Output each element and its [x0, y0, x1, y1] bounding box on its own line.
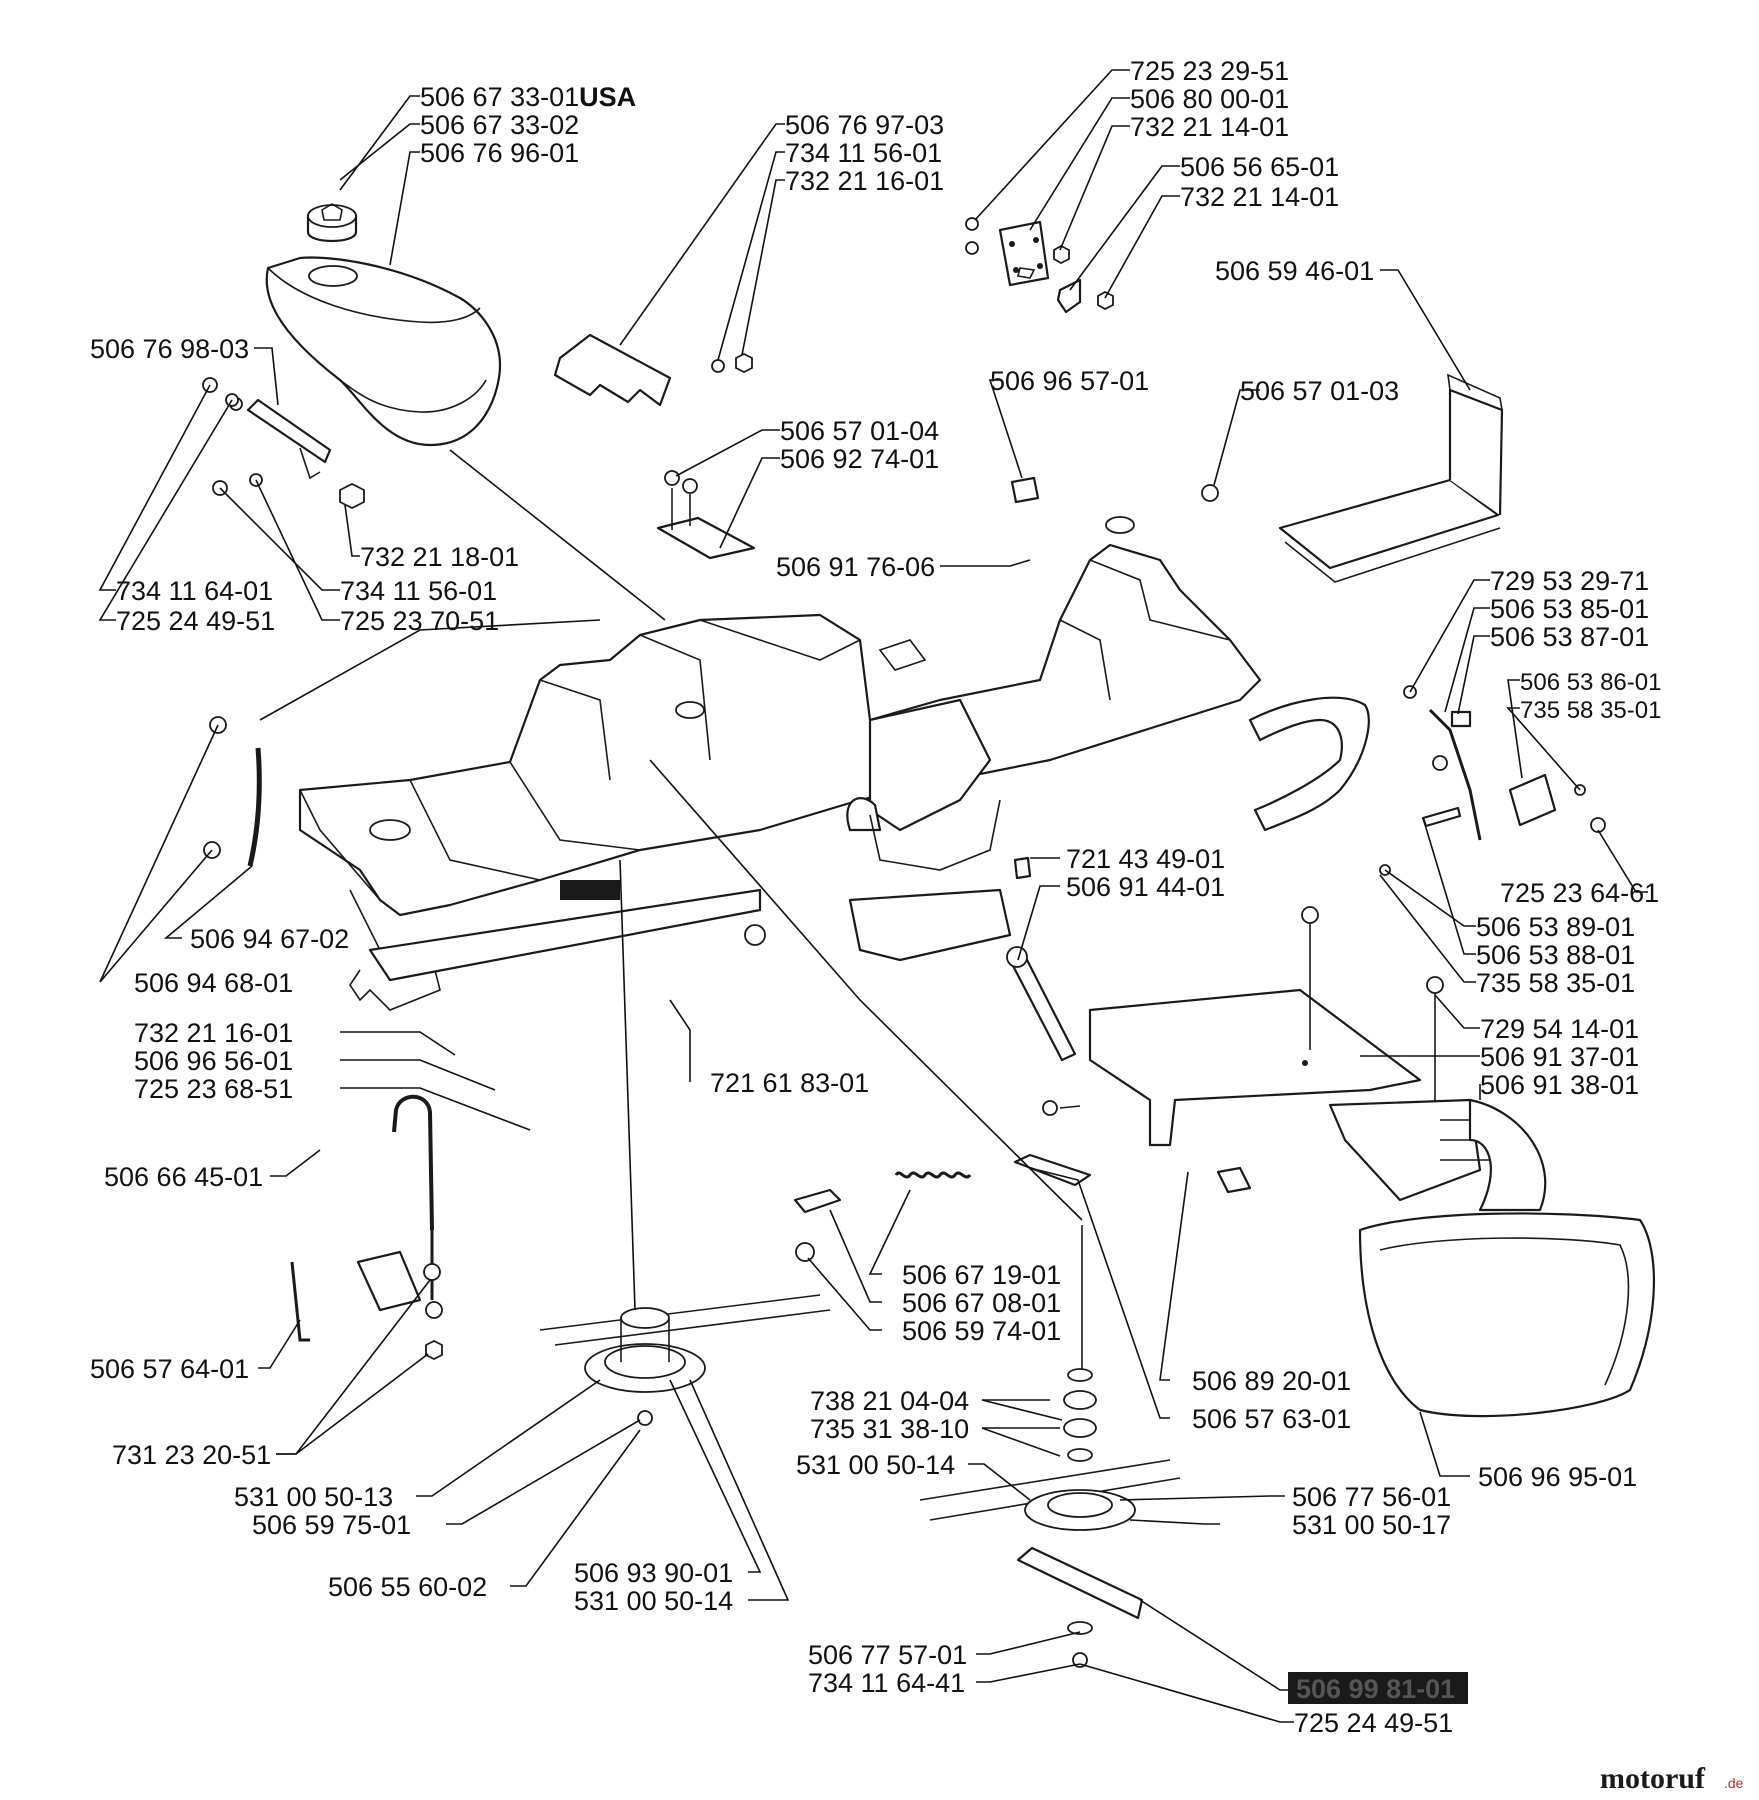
label-506-53-85-01: 506 53 85-01 — [1490, 594, 1649, 624]
spring-link — [793, 1171, 972, 1262]
label-506-67-19-01: 506 67 19-01 — [902, 1260, 1061, 1290]
label-506-76-96-01: 506 76 96-01 — [420, 138, 579, 168]
label-506-94-67-02: 506 94 67-02 — [190, 924, 349, 954]
label-506-53-87-01: 506 53 87-01 — [1490, 622, 1649, 652]
label-531-00-50-14-b: 531 00 50-14 — [574, 1586, 733, 1616]
pulley-right — [919, 1225, 1181, 1668]
label-506-59-75-01: 506 59 75-01 — [252, 1510, 411, 1540]
watermark-logo: motoruf .de — [1600, 1762, 1744, 1795]
label-734-11-64-41: 734 11 64-41 — [808, 1668, 965, 1698]
label-506-96-95-01: 506 96 95-01 — [1478, 1462, 1637, 1492]
l-bracket — [656, 470, 756, 560]
label-732-21-16-01: 732 21 16-01 — [785, 166, 944, 196]
watermark-name: motoruf — [1600, 1762, 1706, 1795]
label-506-56-65-01: 506 56 65-01 — [1180, 152, 1339, 182]
leader-lines — [98, 69, 1648, 1723]
label-506-91-44-01: 506 91 44-01 — [1066, 872, 1225, 902]
label-506-96-56-01: 506 96 56-01 — [134, 1046, 293, 1076]
label-506-76-98-03: 506 76 98-03 — [90, 334, 249, 364]
label-732-21-16-01-b: 732 21 16-01 — [134, 1018, 293, 1048]
label-531-00-50-17: 531 00 50-17 — [1292, 1510, 1451, 1540]
part-labels: 506 67 33-01USA 506 67 33-02 506 76 96-0… — [90, 56, 1661, 1738]
label-506-77-57-01: 506 77 57-01 — [808, 1640, 967, 1670]
label-725-24-49-51-b: 725 24 49-51 — [1294, 1708, 1453, 1738]
label-738-21-04-04: 738 21 04-04 — [810, 1386, 969, 1416]
label-506-77-56-01: 506 77 56-01 — [1292, 1482, 1451, 1512]
label-725-23-64-61: 725 23 64-61 — [1500, 878, 1659, 908]
label-506-59-74-01: 506 59 74-01 — [902, 1316, 1061, 1346]
label-725-23-70-51: 725 23 70-51 — [340, 606, 499, 636]
label-506-55-60-02: 506 55 60-02 — [328, 1572, 487, 1602]
label-734-11-64-01: 734 11 64-01 — [116, 576, 273, 606]
label-506-91-76-06: 506 91 76-06 — [776, 552, 935, 582]
label-531-00-50-14: 531 00 50-14 — [796, 1450, 955, 1480]
label-735-58-35-01: 735 58 35-01 — [1520, 697, 1661, 724]
label-506-57-01-03: 506 57 01-03 — [1240, 376, 1399, 406]
label-735-58-35-01-b: 735 58 35-01 — [1476, 968, 1635, 998]
label-731-23-20-51: 731 23 20-51 — [112, 1440, 271, 1470]
watermark-tld: .de — [1724, 1775, 1744, 1791]
label-506-53-86-01: 506 53 86-01 — [1520, 669, 1661, 696]
switch — [1216, 1166, 1252, 1194]
main-frame — [298, 516, 1370, 1011]
pulley-left — [539, 1294, 831, 1426]
assembly-number-badge: 506 99 81-01 — [1288, 1672, 1468, 1704]
label-506-89-20-01: 506 89 20-01 — [1192, 1366, 1351, 1396]
label-506-67-33-02: 506 67 33-02 — [420, 110, 579, 140]
side-shield — [1358, 1212, 1656, 1418]
label-506-80-00-01: 506 80 00-01 — [1130, 84, 1289, 114]
label-506-57-63-01: 506 57 63-01 — [1192, 1404, 1351, 1434]
seat-pan — [1201, 373, 1504, 583]
label-732-21-14-01-b: 732 21 14-01 — [1180, 182, 1339, 212]
svg-text:506 67 33-01USA: 506 67 33-01USA — [420, 82, 636, 112]
label-725-23-29-51: 725 23 29-51 — [1130, 56, 1289, 86]
tank-mount-bracket — [553, 333, 753, 407]
clip — [1010, 476, 1040, 504]
pivot-pin — [1006, 856, 1077, 1062]
label-506-93-90-01: 506 93 90-01 — [574, 1558, 733, 1588]
label-734-11-56-01-b: 734 11 56-01 — [340, 576, 497, 606]
label-725-24-49-51: 725 24 49-51 — [116, 606, 275, 636]
label-506-67-33-01: 506 67 33-01 — [420, 82, 579, 112]
cable — [203, 716, 262, 867]
label-721-43-49-01: 721 43 49-01 — [1066, 844, 1225, 874]
label-506-96-57-01: 506 96 57-01 — [990, 366, 1149, 396]
label-735-31-38-10: 735 31 38-10 — [810, 1414, 969, 1444]
label-506-57-01-04: 506 57 01-04 — [780, 416, 939, 446]
label-506-91-38-01: 506 91 38-01 — [1480, 1070, 1639, 1100]
belt-cover — [1042, 906, 1444, 1147]
label-732-21-14-01: 732 21 14-01 — [1130, 112, 1289, 142]
label-732-21-18-01: 732 21 18-01 — [360, 542, 519, 572]
label-506-92-74-01: 506 92 74-01 — [780, 444, 939, 474]
label-725-23-68-51: 725 23 68-51 — [134, 1074, 293, 1104]
label-506-76-97-03: 506 76 97-03 — [785, 110, 944, 140]
label-531-00-50-13: 531 00 50-13 — [234, 1482, 393, 1512]
label-734-11-56-01: 734 11 56-01 — [785, 138, 942, 168]
fuel-cap — [306, 203, 358, 242]
tank-strap-bracket — [229, 397, 332, 480]
label-506-94-68-01: 506 94 68-01 — [134, 968, 293, 998]
label-506-53-89-01: 506 53 89-01 — [1476, 912, 1635, 942]
label-729-53-29-71: 729 53 29-71 — [1490, 566, 1649, 596]
label-506-66-45-01: 506 66 45-01 — [104, 1162, 263, 1192]
label-506-91-37-01: 506 91 37-01 — [1480, 1042, 1639, 1072]
idler-plate — [290, 1250, 443, 1361]
label-729-54-14-01: 729 54 14-01 — [1480, 1014, 1639, 1044]
label-506-57-64-01: 506 57 64-01 — [90, 1354, 249, 1384]
label-721-61-83-01: 721 61 83-01 — [710, 1068, 869, 1098]
assembly-number: 506 99 81-01 — [1296, 1674, 1455, 1704]
linkage-rod — [1379, 685, 1606, 876]
deflector — [1328, 1098, 1547, 1212]
label-506-67-08-01: 506 67 08-01 — [902, 1288, 1061, 1318]
label-506-59-46-01: 506 59 46-01 — [1215, 256, 1374, 286]
label-usa-suffix: USA — [579, 82, 636, 112]
label-506-53-88-01: 506 53 88-01 — [1476, 940, 1635, 970]
switch-bracket — [965, 217, 1114, 314]
tank-hardware — [202, 377, 365, 510]
fuel-tank — [265, 256, 502, 447]
